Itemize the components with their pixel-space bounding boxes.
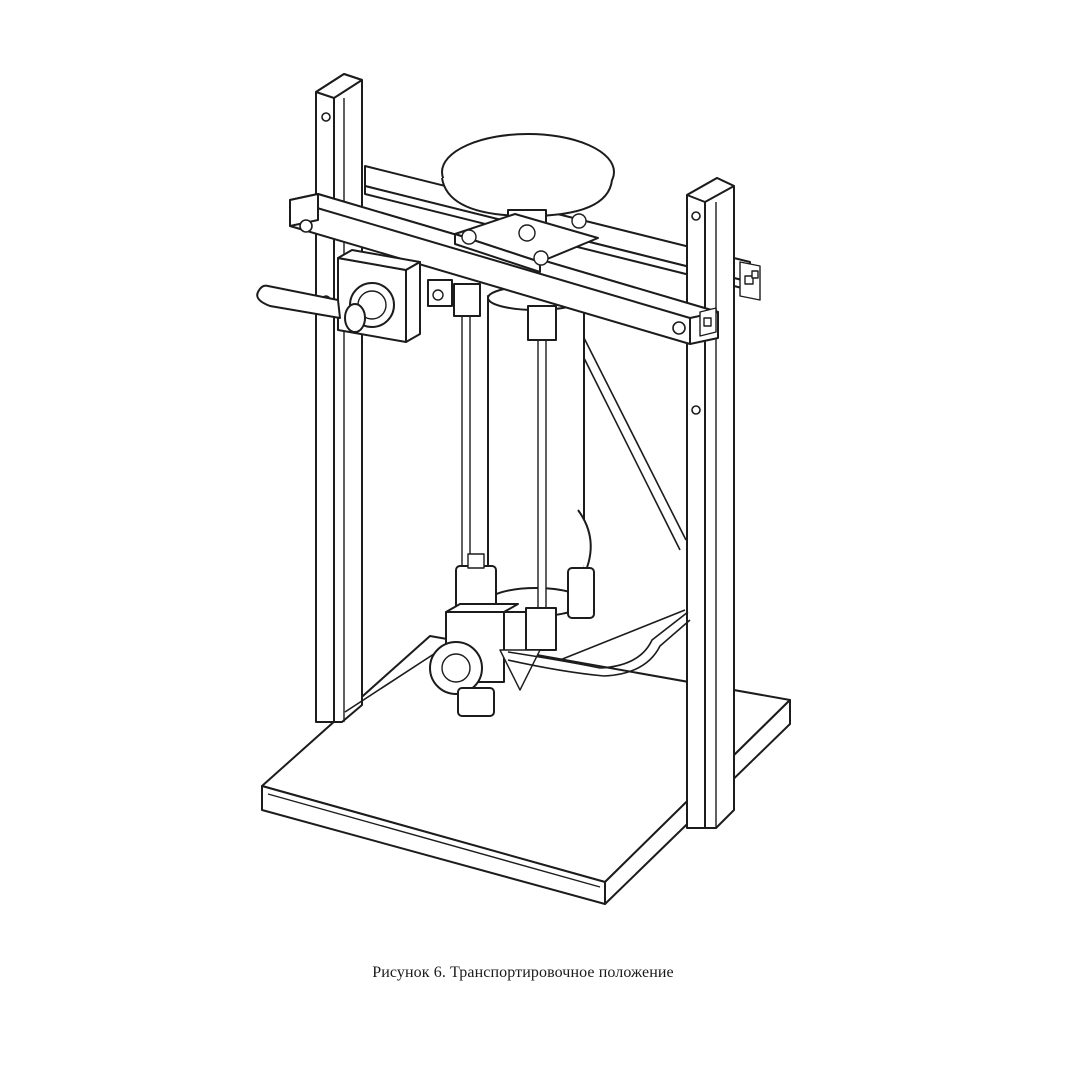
right-post — [686, 177, 735, 829]
pump-head — [429, 553, 557, 717]
figure-caption: Рисунок 6. Транспортировочное положение — [372, 964, 674, 981]
left-post — [315, 73, 363, 723]
valve-handle — [256, 249, 421, 343]
pump-cylinder — [487, 285, 595, 619]
mount-plate — [454, 213, 599, 273]
base-plate — [261, 635, 791, 905]
rod-clamps — [427, 279, 557, 341]
hose-line — [507, 611, 691, 677]
support-struts — [344, 329, 687, 713]
